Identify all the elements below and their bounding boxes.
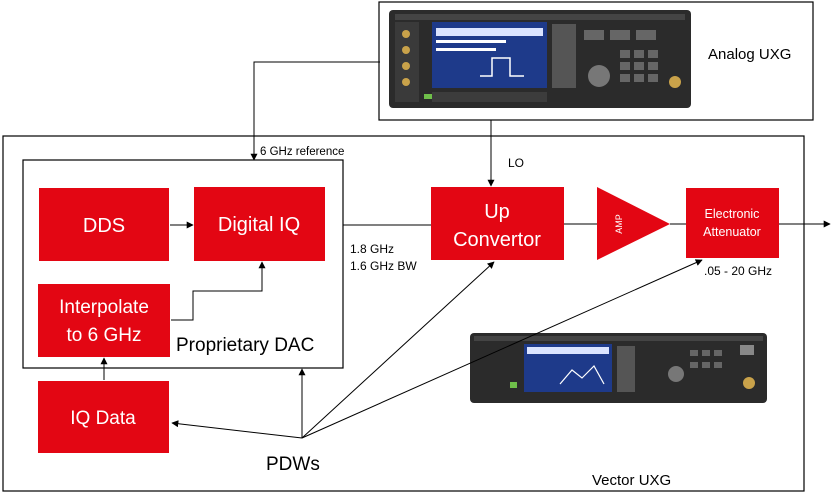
frequency-range-label: .05 - 20 GHz [704, 264, 772, 278]
reference-label: 6 GHz reference [260, 146, 344, 158]
vector-uxg-instrument-image [470, 333, 767, 403]
attenuator-label-line1: Electronic [705, 207, 760, 221]
dds-label: DDS [83, 215, 125, 237]
interpolate-to-digital-iq-arrow [171, 261, 266, 321]
dac-frame [22, 159, 344, 369]
dds-block [39, 188, 169, 261]
interpolate-block [38, 284, 170, 357]
interpolate-label-line1: Interpolate [59, 297, 149, 318]
iq-data-label: IQ Data [70, 408, 136, 429]
up-convertor-label-line1: Up [484, 201, 510, 223]
bandwidth-label: 1.6 GHz BW [350, 259, 417, 273]
reference-connector [250, 61, 380, 161]
interpolate-label-line2: to 6 GHz [67, 325, 142, 346]
pdw-to-attenuator-arrow [301, 259, 703, 439]
dac-caption: Proprietary DAC [176, 335, 314, 356]
pdws-label: PDWs [266, 454, 320, 475]
vector-uxg-caption: Vector UXG [592, 472, 671, 489]
lo-label: LO [508, 156, 524, 170]
analog-uxg-caption: Analog UXG [708, 46, 791, 63]
amp-label: AMP [614, 214, 624, 234]
vector-uxg-frame [2, 135, 805, 492]
attenuator-block [686, 188, 779, 258]
digital-iq-block [194, 187, 325, 261]
up-convertor-block [431, 187, 564, 260]
attenuator-label-line2: Attenuator [703, 225, 761, 239]
digital-iq-label: Digital IQ [218, 214, 300, 236]
analog-uxg-instrument-image [389, 10, 691, 108]
up-convertor-label-line2: Convertor [453, 229, 541, 251]
pdw-to-up-convertor-arrow [301, 261, 495, 439]
if-frequency-label: 1.8 GHz [350, 242, 394, 256]
pdw-to-iq-data-arrow [171, 420, 303, 439]
iq-data-block [38, 381, 169, 453]
amp-triangle [597, 187, 670, 260]
